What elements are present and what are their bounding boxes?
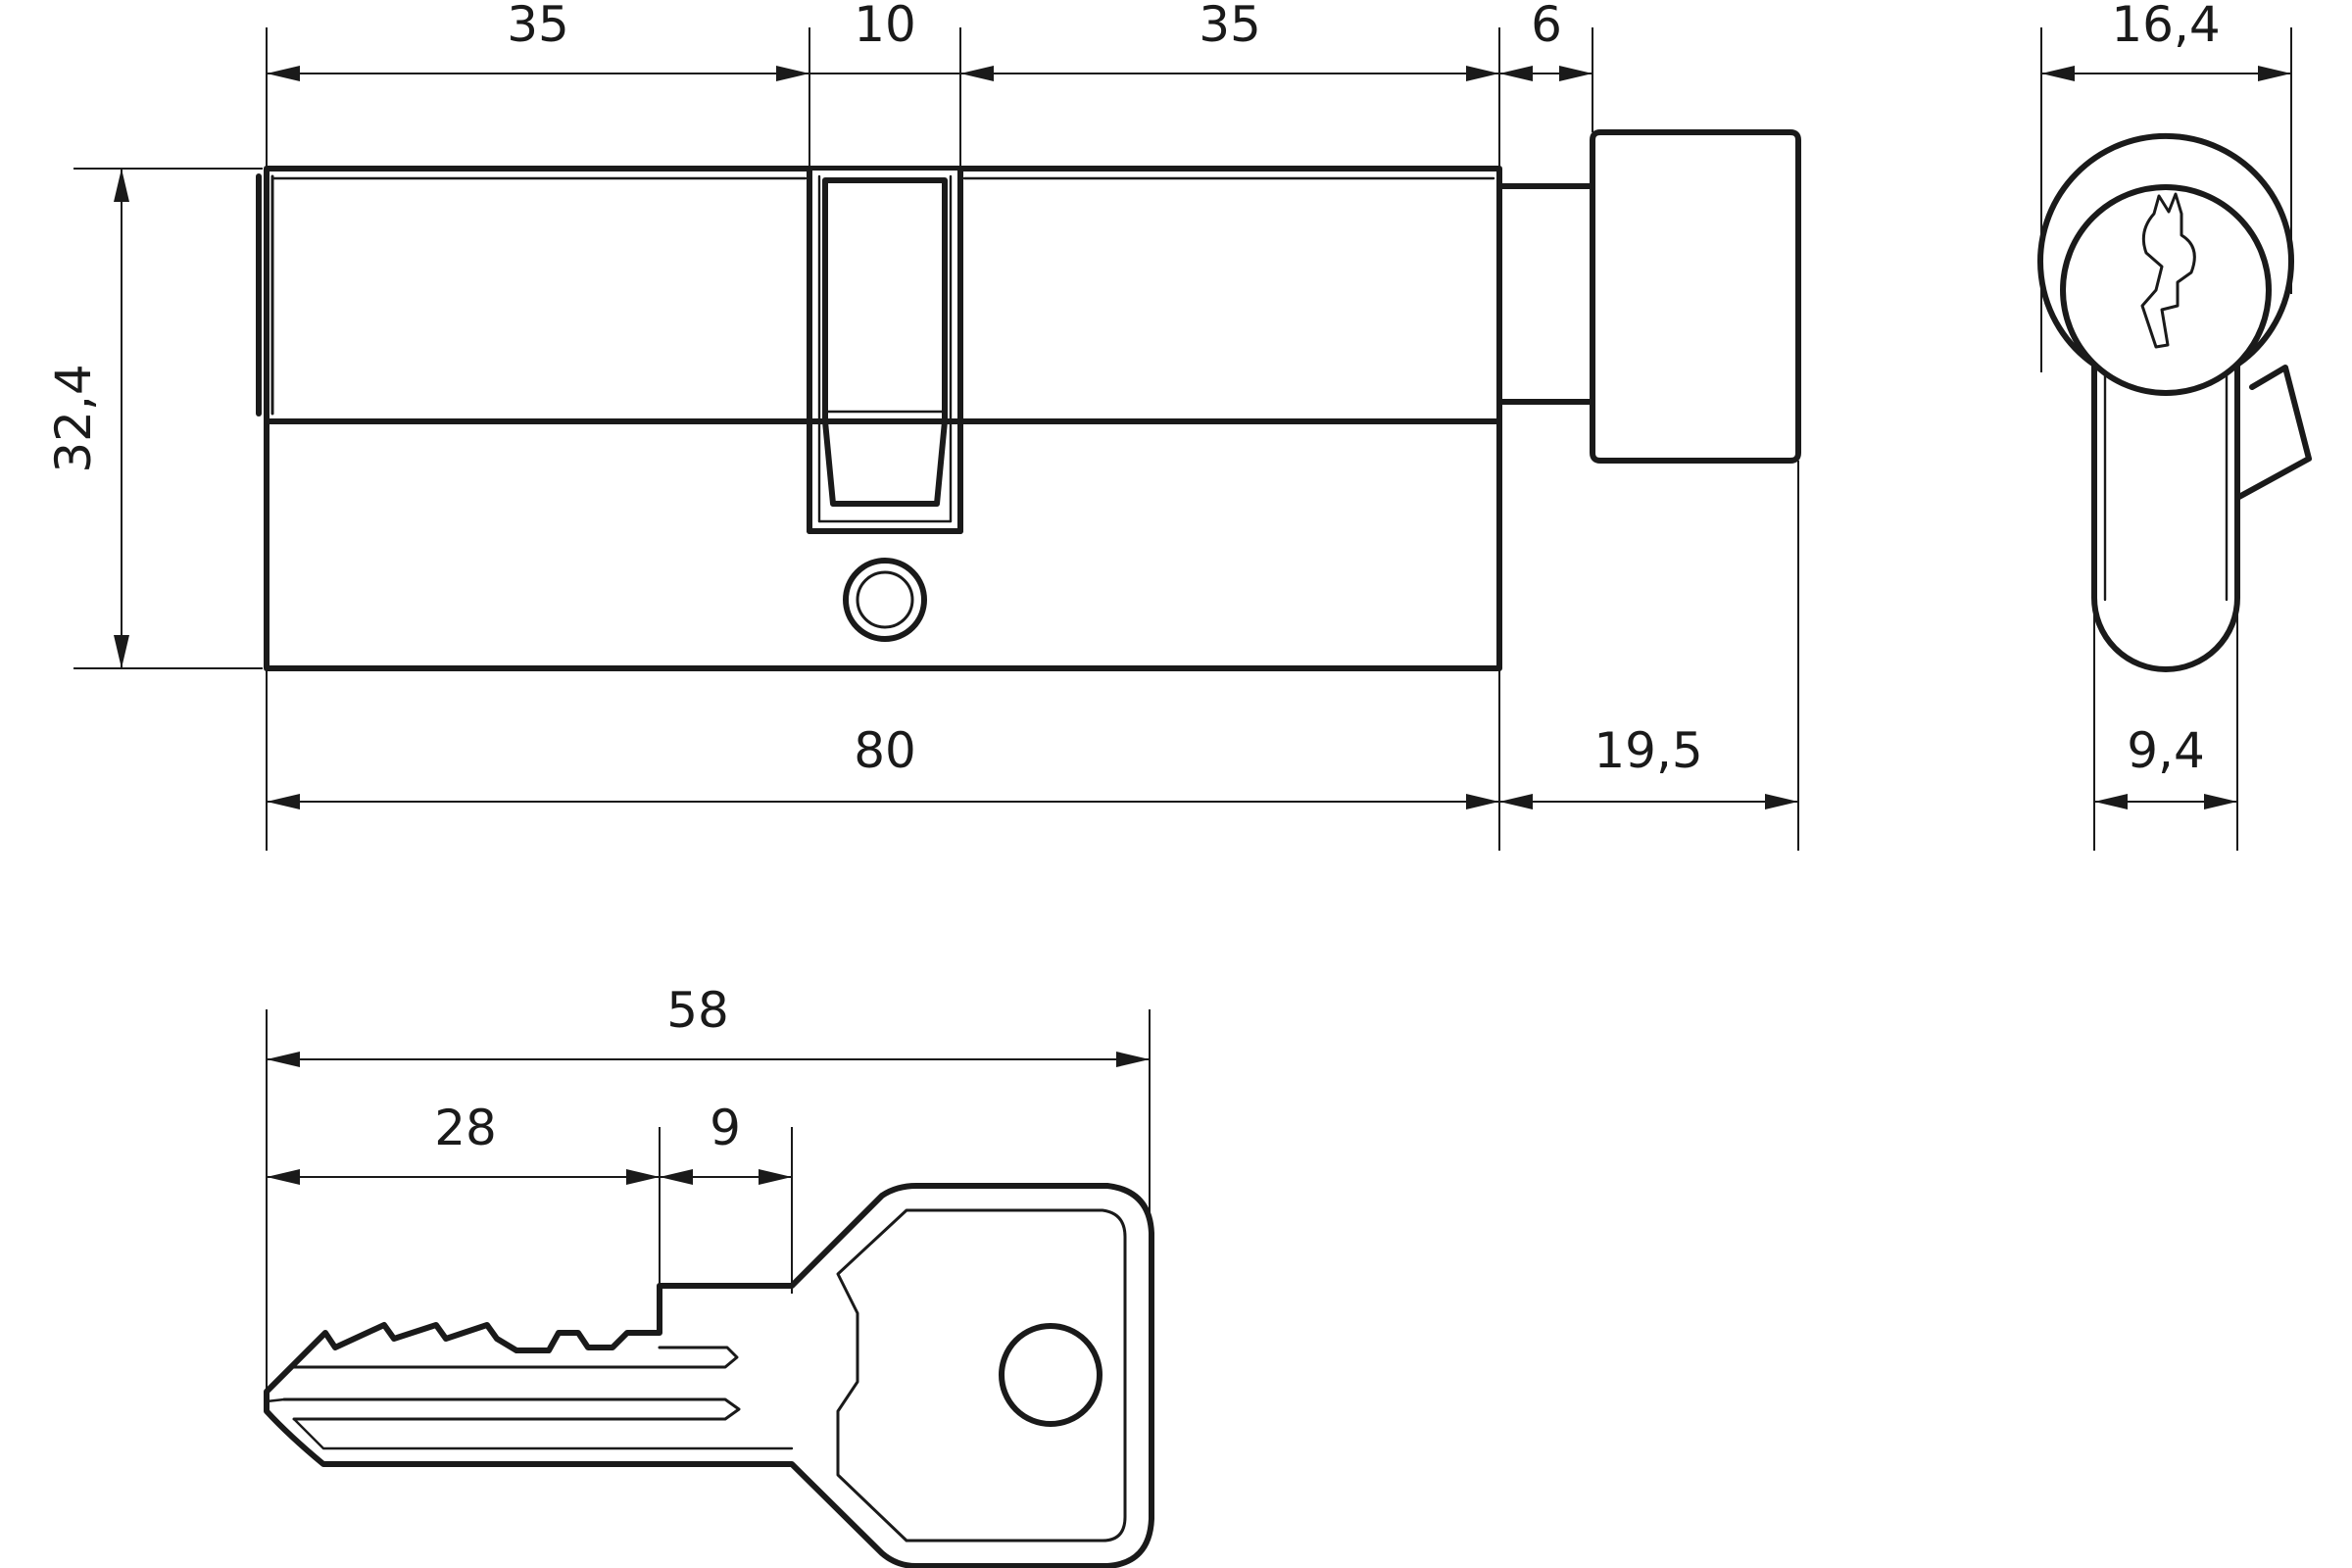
thumb-turn-knob (1590, 129, 1801, 464)
key-view: 58 28 9 (264, 982, 1154, 1568)
cam-slot (807, 166, 963, 534)
dim-right-half-label: 35 (1199, 0, 1261, 53)
dim-total-length-label: 80 (854, 722, 916, 779)
cam-slot-mask (808, 171, 962, 416)
dim-height-label: 32,4 (45, 364, 102, 472)
fixing-screw-hole (843, 558, 927, 642)
cam-tab (822, 177, 948, 507)
dim-key-shoulder-label: 9 (710, 1100, 741, 1156)
dim-side-width-label: 16,4 (2111, 0, 2220, 53)
dim-cam-label: 10 (854, 0, 916, 53)
cylinder-profile-outline (2037, 132, 2294, 672)
side-view: 16,4 9,4 (2037, 0, 2312, 851)
dim-knob-length-label: 19,5 (1593, 722, 1702, 779)
dim-key-total-label: 58 (666, 982, 729, 1039)
profile-inner-line (2103, 370, 2229, 602)
dim-key-blade-label: 28 (434, 1100, 497, 1156)
dim-left-half-label: 35 (507, 0, 569, 53)
key-blade-groove (282, 1397, 741, 1421)
knob-shaft (1496, 183, 1595, 405)
dim-knob-gap-label: 6 (1531, 0, 1562, 53)
fixing-screw-hole-inner (856, 570, 914, 629)
key-blade-edge (265, 1397, 794, 1450)
cylinder-body (256, 166, 1502, 671)
keyway-icon (2140, 192, 2196, 349)
key-bow-hole (999, 1323, 1102, 1427)
plug-face (2060, 184, 2272, 396)
key-head-inner-outline (836, 1208, 1127, 1543)
key-outline (264, 1183, 1154, 1568)
dim-side-lower-width-label: 9,4 (2127, 722, 2205, 779)
front-view: 35 10 35 6 32,4 80 19,5 (45, 0, 1801, 851)
cam-side-projection (2234, 365, 2312, 501)
key-blade-groove (292, 1346, 739, 1369)
